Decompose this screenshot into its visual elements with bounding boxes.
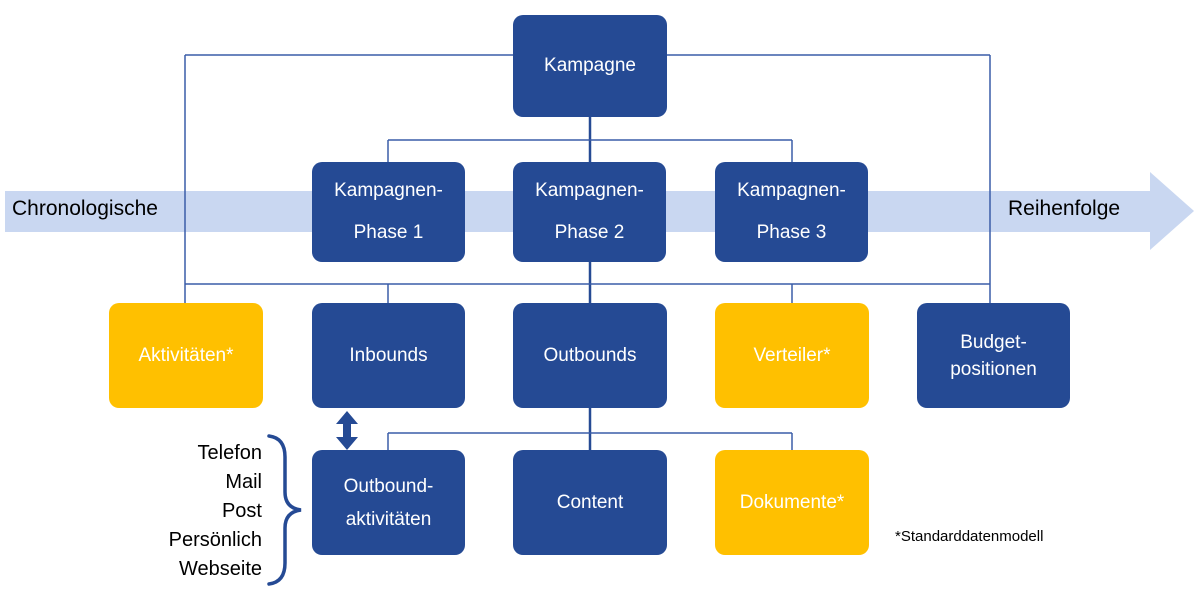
node-phase3-label-line1: Kampagnen- (737, 180, 846, 201)
node-inbounds: Inbounds (312, 303, 465, 408)
node-phase2-label-line2: Phase 2 (554, 222, 625, 243)
node-outboundakt-label-line1: Outbound- (343, 475, 434, 497)
timeline-left-label: Chronologische (12, 197, 158, 220)
node-content: Content (513, 450, 667, 555)
node-budgetpositionen: Budget- positionen (917, 303, 1070, 408)
node-verteiler-label: Verteiler* (753, 344, 831, 366)
curly-brace-icon (267, 434, 302, 586)
node-budget-label-line2: positionen (950, 358, 1037, 380)
timeline-right-label: Reihenfolge (1008, 197, 1121, 220)
node-budget-label-line1: Budget- (960, 331, 1027, 353)
channel-list: Telefon Mail Post Persönlich Webseite (80, 439, 262, 584)
channel-item-mail: Mail (225, 471, 262, 493)
node-aktivitaeten-label: Aktivitäten* (138, 344, 234, 366)
node-aktivitaeten: Aktivitäten* (109, 303, 263, 408)
footnote: *Standarddatenmodell (895, 528, 1044, 545)
node-dokumente: Dokumente* (715, 450, 869, 555)
node-outboundakt-label-line2: aktivitäten (345, 508, 432, 530)
channel-item-persoenlich: Persönlich (168, 529, 262, 551)
node-verteiler: Verteiler* (715, 303, 869, 408)
node-outbounds: Outbounds (513, 303, 667, 408)
node-kampagnen-phase-1: Kampagnen- Phase 1 (312, 162, 465, 262)
node-phase3-label-line2: Phase 3 (756, 222, 827, 243)
node-dokumente-label: Dokumente* (739, 491, 845, 513)
node-inbounds-label: Inbounds (349, 344, 428, 366)
bidirectional-arrow-icon (336, 411, 358, 450)
timeline-arrowhead-icon (1150, 172, 1194, 250)
node-kampagne-label: Kampagne (544, 55, 636, 76)
node-content-label: Content (556, 491, 624, 513)
node-kampagnen-phase-2: Kampagnen- Phase 2 (513, 162, 666, 262)
node-kampagnen-phase-3: Kampagnen- Phase 3 (715, 162, 868, 262)
node-phase2-label-line1: Kampagnen- (535, 180, 644, 201)
node-outbound-aktivitaeten: Outbound- aktivitäten (312, 450, 465, 555)
node-kampagne: Kampagne (513, 15, 667, 117)
node-phase1-label-line1: Kampagnen- (334, 180, 443, 201)
node-outbounds-label: Outbounds (543, 344, 637, 366)
node-phase1-label-line2: Phase 1 (353, 222, 424, 243)
channel-item-post: Post (221, 500, 262, 522)
channel-item-webseite: Webseite (178, 558, 262, 580)
channel-item-telefon: Telefon (197, 442, 263, 464)
